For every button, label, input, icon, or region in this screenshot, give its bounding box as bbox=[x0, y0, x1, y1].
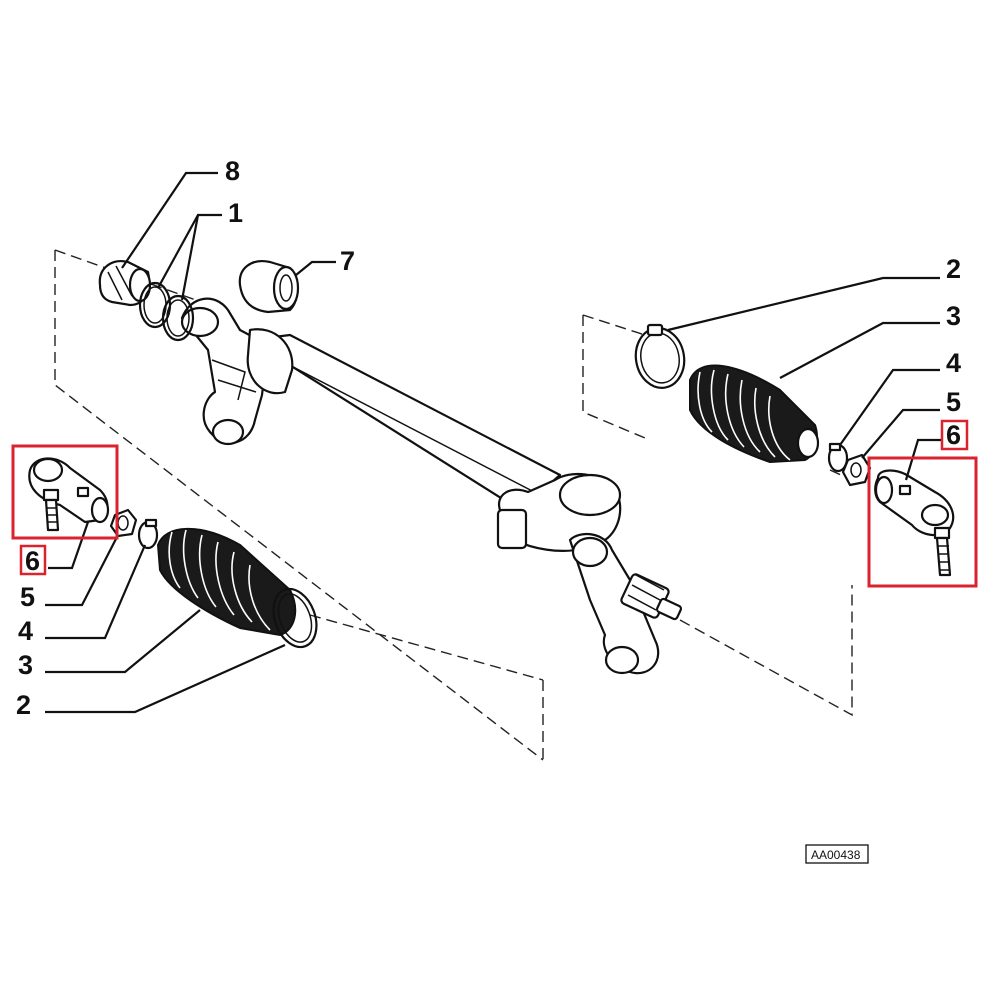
part-7-bush bbox=[238, 260, 300, 314]
left-part-2-clamp bbox=[272, 587, 318, 649]
right-part-4-clip bbox=[827, 442, 849, 473]
callout-right-6: 6 bbox=[946, 420, 961, 450]
callout-right-3: 3 bbox=[946, 301, 961, 331]
left-part-5-nut bbox=[109, 508, 138, 538]
highlight-box-left-label bbox=[19, 544, 47, 576]
reference-code: AA00438 bbox=[811, 848, 861, 862]
highlight-boxes bbox=[11, 419, 978, 588]
right-part-3-boot bbox=[689, 364, 820, 464]
highlight-box-left-part bbox=[11, 444, 119, 540]
callout-left-4: 4 bbox=[18, 616, 33, 646]
part-1-rings bbox=[138, 281, 195, 342]
left-part-6-tie-rod-end bbox=[28, 457, 110, 532]
callout-right-2: 2 bbox=[946, 254, 961, 284]
highlight-box-right-part bbox=[867, 456, 978, 588]
callout-right-4: 4 bbox=[946, 348, 961, 378]
callout-right-5: 5 bbox=[946, 387, 961, 417]
right-part-5-nut bbox=[841, 453, 872, 487]
callout-1: 1 bbox=[228, 198, 243, 228]
callout-labels: 8 1 7 2 3 4 5 6 6 5 4 3 2 bbox=[16, 156, 961, 720]
right-part-6-tie-rod-end bbox=[874, 469, 955, 577]
callout-8: 8 bbox=[225, 156, 240, 186]
callout-left-5: 5 bbox=[20, 582, 35, 612]
steering-rack-housing bbox=[180, 297, 683, 675]
highlight-box-right-label bbox=[940, 419, 969, 451]
left-part-4-clip bbox=[137, 518, 159, 550]
dashed-frame-left bbox=[54, 249, 544, 761]
leader-lines bbox=[45, 171, 942, 714]
right-part-2-clamp bbox=[634, 323, 686, 389]
part-8-bushing bbox=[98, 260, 152, 307]
callout-7: 7 bbox=[340, 246, 355, 276]
callout-left-6: 6 bbox=[25, 546, 40, 576]
callout-left-3: 3 bbox=[18, 650, 33, 680]
left-part-3-boot bbox=[156, 527, 297, 637]
reference-code-box: AA00438 bbox=[805, 844, 869, 864]
callout-left-2: 2 bbox=[16, 690, 31, 720]
